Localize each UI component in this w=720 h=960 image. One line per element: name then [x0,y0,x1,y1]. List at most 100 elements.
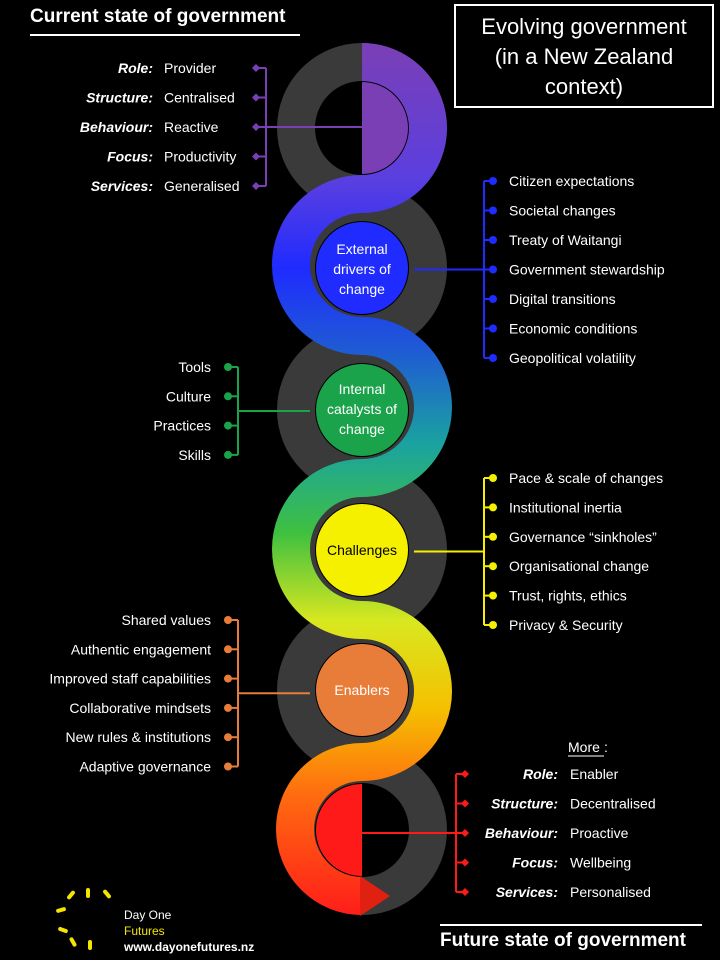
internal-catalysts-bracket [224,363,310,459]
future-state-half-disc [316,784,362,876]
challenges-item: Institutional inertia [509,499,622,515]
challenges-item: Privacy & Security [509,617,623,633]
external-drivers-item: Geopolitical volatility [509,350,636,366]
bullet-dot-icon [224,616,232,624]
attribute-label: Role: [118,60,153,76]
title-line-2: (in a New Zealand [494,44,674,69]
challenges-node-label: Challenges [327,542,397,558]
future-state-title: Future state of government [440,930,686,951]
internal-node-line1: Internal [339,381,386,397]
enablers-node-label: Enablers [334,682,389,698]
attribute-value: Generalised [164,178,240,194]
enablers-bracket [224,616,310,771]
bullet-dot-icon [224,733,232,742]
enablers-node [316,644,408,736]
bullet-dot-icon [224,674,232,683]
external-drivers-bracket [414,177,497,362]
challenges-item: Organisational change [509,558,649,574]
bullet-diamond-icon [461,829,469,837]
external-drivers-item: Societal changes [509,203,616,219]
attribute-value: Wellbeing [570,855,631,871]
bullet-dot-icon [224,703,232,712]
external-drivers-node [316,222,408,314]
bullet-dot-icon [489,591,497,600]
bullet-dot-icon [224,363,232,371]
attribute-value: Productivity [164,149,236,165]
attribute-label: Services: [91,178,153,194]
attribute-label: Role: [523,766,558,782]
bullet-diamond-icon [252,152,260,161]
attribute-label: Behaviour: [80,119,153,135]
bullet-diamond-icon [461,858,469,867]
attribute-label: Focus: [512,855,558,871]
attribute-value: Enabler [570,766,619,782]
challenges-item: Trust, rights, ethics [509,588,627,604]
internal-catalysts-item: Tools [178,359,211,375]
internal-node-line2: catalysts of [327,401,397,417]
snake-arrowhead [360,876,390,916]
enablers-item: Adaptive governance [79,759,211,775]
internal-node-line3: change [339,421,385,437]
attribute-value: Provider [164,60,216,76]
internal-catalysts-item: Practices [153,418,211,434]
bullet-dot-icon [489,295,497,303]
bullet-dot-icon [489,532,497,541]
bullet-diamond-icon [461,888,469,896]
external-drivers-item: Digital transitions [509,291,616,307]
bullet-dot-icon [489,177,497,185]
external-drivers-item: Treaty of Waitangi [509,232,622,248]
challenges-node [316,504,408,596]
logo-url: www.dayonefutures.nz [124,940,255,954]
bullet-dot-icon [489,236,497,244]
external-drivers-item: Government stewardship [509,262,665,278]
bullet-dot-icon [489,324,497,333]
challenges-bracket [414,474,497,629]
enablers-item: Collaborative mindsets [69,700,211,716]
enablers-item: Shared values [121,612,211,628]
enablers-item: Improved staff capabilities [49,671,211,687]
bullet-dot-icon [489,206,497,215]
external-node-line1: External [336,241,387,257]
bullet-diamond-icon [461,770,469,778]
more-label: More [568,739,600,755]
enablers-item: Authentic engagement [71,641,211,657]
internal-catalysts-node [316,364,408,456]
list-labels: Role:ProviderStructure:CentralisedBehavi… [49,60,664,900]
future-state-bracket [362,770,469,896]
external-node-line3: change [339,281,385,297]
current-state-bracket [252,64,362,190]
more-colon: : [604,739,608,755]
title-box: Evolving government (in a New Zealand co… [454,4,714,108]
attribute-value: Reactive [164,119,219,135]
attribute-label: Structure: [491,796,558,812]
enablers-item: New rules & institutions [65,729,211,745]
external-node-line2: drivers of [333,261,391,277]
bullet-dot-icon [489,562,497,571]
logo-line2: Futures [124,924,165,938]
bullet-diamond-icon [252,123,260,131]
current-state-half-disc [362,82,408,174]
attribute-value: Decentralised [570,796,656,812]
logo-line1: Day One [124,908,172,922]
bullet-dot-icon [224,450,232,459]
bullet-dot-icon [489,265,497,274]
attribute-value: Proactive [570,825,629,841]
challenges-item: Governance “sinkholes” [509,529,657,545]
bullet-dot-icon [224,645,232,654]
bullet-dot-icon [489,354,497,362]
bullet-diamond-icon [252,93,260,102]
bullet-dot-icon [224,421,232,430]
bullet-dot-icon [489,474,497,482]
challenges-item: Pace & scale of changes [509,470,663,486]
bullet-dot-icon [489,621,497,629]
attribute-label: Structure: [86,90,153,106]
connector-brackets [224,64,497,896]
current-state-title: Current state of government [30,6,286,27]
evolution-snake [272,43,452,915]
sun-logo-icon [56,888,111,950]
bullet-diamond-icon [252,182,260,190]
title-line-3: context) [544,74,624,99]
current-state-heading: Current state of government [30,6,300,36]
internal-catalysts-item: Culture [166,388,211,404]
